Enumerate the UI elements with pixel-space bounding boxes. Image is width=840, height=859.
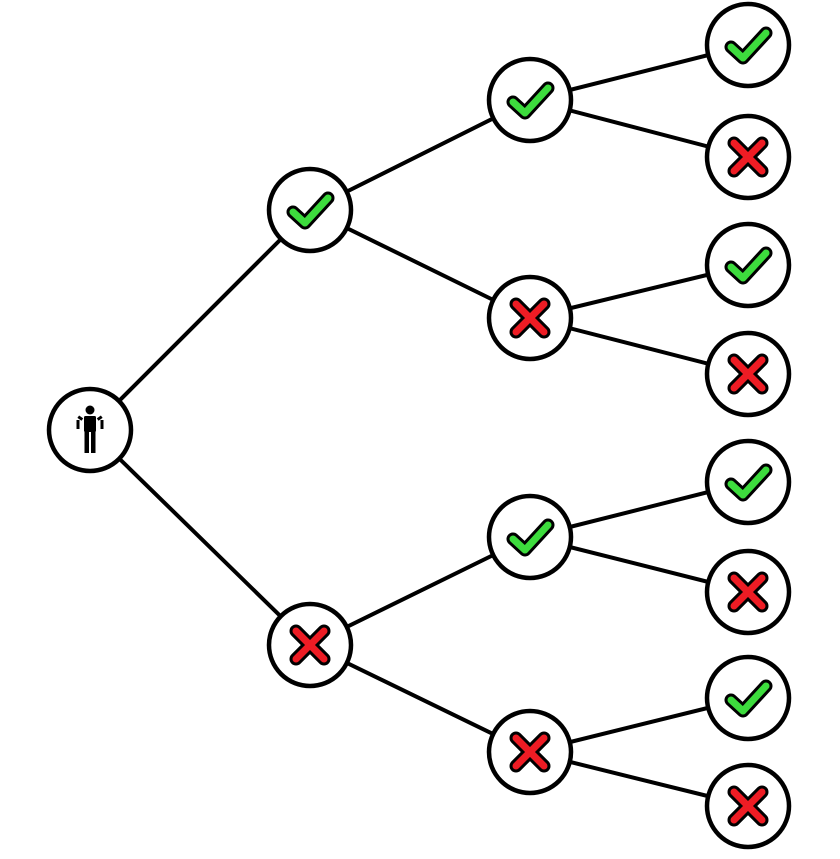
check-icon	[724, 463, 773, 502]
cross-icon	[509, 297, 551, 339]
person-icon	[76, 405, 104, 453]
check-icon	[724, 26, 773, 65]
tree-edges	[88, 43, 750, 808]
tree-node-level-1	[266, 166, 354, 254]
tree-node-level-2	[486, 493, 574, 581]
tree-node-leaf	[704, 438, 792, 526]
check-icon	[724, 679, 773, 718]
check-icon	[286, 191, 335, 230]
check-icon	[506, 518, 555, 557]
tree-node-leaf	[704, 113, 792, 201]
tree-node-leaf	[704, 762, 792, 850]
tree-node-leaf	[704, 548, 792, 636]
check-icon	[506, 81, 555, 120]
cross-icon	[727, 353, 769, 395]
tree-nodes	[46, 1, 792, 850]
cross-icon	[727, 136, 769, 178]
tree-node-leaf	[704, 1, 792, 89]
tree-node-leaf	[704, 654, 792, 742]
cross-icon	[289, 624, 331, 666]
cross-icon	[727, 571, 769, 613]
tree-node-level-1	[266, 601, 354, 689]
tree-node-level-2	[486, 274, 574, 362]
tree-node-leaf	[704, 221, 792, 309]
tree-edge	[88, 428, 312, 647]
tree-node-level-2	[486, 708, 574, 796]
check-icon	[724, 246, 773, 285]
cross-icon	[727, 785, 769, 827]
tree-node-leaf	[704, 330, 792, 418]
root-node	[46, 386, 134, 474]
cross-icon	[509, 731, 551, 773]
tree-node-level-2	[486, 56, 574, 144]
tree-edge	[88, 208, 312, 432]
